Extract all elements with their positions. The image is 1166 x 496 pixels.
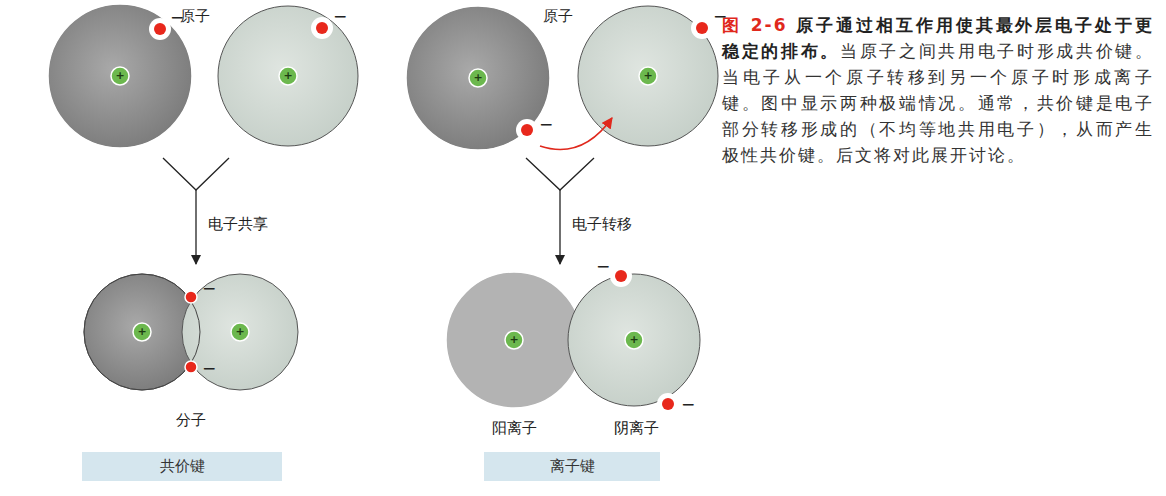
- merge-lines: [163, 158, 229, 190]
- down-arrow: [559, 190, 560, 264]
- electron: [662, 398, 674, 410]
- nucleus: [231, 323, 249, 341]
- atom-circle: [406, 6, 550, 150]
- charge-sign: +: [283, 70, 292, 82]
- atom-circle: [578, 6, 718, 146]
- atom-heading: 原子: [180, 8, 210, 25]
- caption-text: 图 2-6: [722, 15, 787, 35]
- bond-type-box: 离子键: [484, 452, 660, 481]
- overlap-outline: [84, 274, 200, 390]
- charge-sign: −: [202, 279, 216, 298]
- electron: [154, 23, 166, 35]
- electron-halo: [311, 17, 333, 39]
- molecule-label: 分子: [176, 412, 206, 429]
- process-label: 电子转移: [572, 216, 632, 233]
- charge-sign: +: [629, 334, 638, 346]
- charge-sign: +: [473, 72, 482, 84]
- process-label: 电子共享: [208, 216, 268, 233]
- down-arrow: [195, 190, 196, 264]
- cation-circle: [446, 272, 582, 408]
- charge-sign: −: [596, 257, 610, 276]
- atom-circle: [48, 4, 192, 148]
- charge-sign: −: [333, 7, 347, 26]
- electron-halo: [657, 393, 679, 415]
- charge-sign: +: [115, 70, 124, 82]
- figure-caption: 图 2-6原子通过相互作用使其最外层电子处于更稳定的排布。当原子之间共用电子时形…: [722, 12, 1154, 168]
- charge-sign: −: [170, 8, 184, 27]
- merge-lines: [526, 158, 594, 190]
- charge-sign: +: [643, 70, 652, 82]
- electron: [615, 270, 627, 282]
- nucleus: [625, 331, 643, 349]
- nucleus: [111, 67, 129, 85]
- nucleus: [505, 331, 523, 349]
- atom-heading: 原子: [543, 8, 573, 25]
- charge-sign: −: [713, 7, 727, 26]
- electron: [185, 291, 197, 303]
- electron: [316, 22, 328, 34]
- electron-halo: [610, 265, 632, 287]
- charge-sign: −: [681, 395, 695, 414]
- bond-type-label: 离子键: [550, 457, 595, 476]
- nucleus: [469, 69, 487, 87]
- atom-circle: [182, 274, 298, 390]
- charge-sign: +: [137, 326, 146, 338]
- charge-sign: −: [202, 359, 216, 378]
- nucleus: [639, 67, 657, 85]
- electron: [696, 22, 708, 34]
- atom-circle: [218, 6, 358, 146]
- nucleus: [279, 67, 297, 85]
- ion-label: 阴离子: [614, 420, 659, 437]
- electron-halo: [516, 119, 538, 141]
- bond-type-box: 共价键: [82, 452, 282, 481]
- electron-halo: [149, 18, 171, 40]
- anion-circle: [568, 274, 700, 406]
- electron: [185, 361, 197, 373]
- charge-sign: +: [509, 334, 518, 346]
- ion-label: 阳离子: [492, 420, 537, 437]
- nucleus: [133, 323, 151, 341]
- charge-sign: −: [539, 115, 553, 134]
- charge-sign: +: [235, 326, 244, 338]
- electron: [521, 124, 533, 136]
- bond-type-label: 共价键: [160, 457, 205, 476]
- electron-halo: [691, 17, 713, 39]
